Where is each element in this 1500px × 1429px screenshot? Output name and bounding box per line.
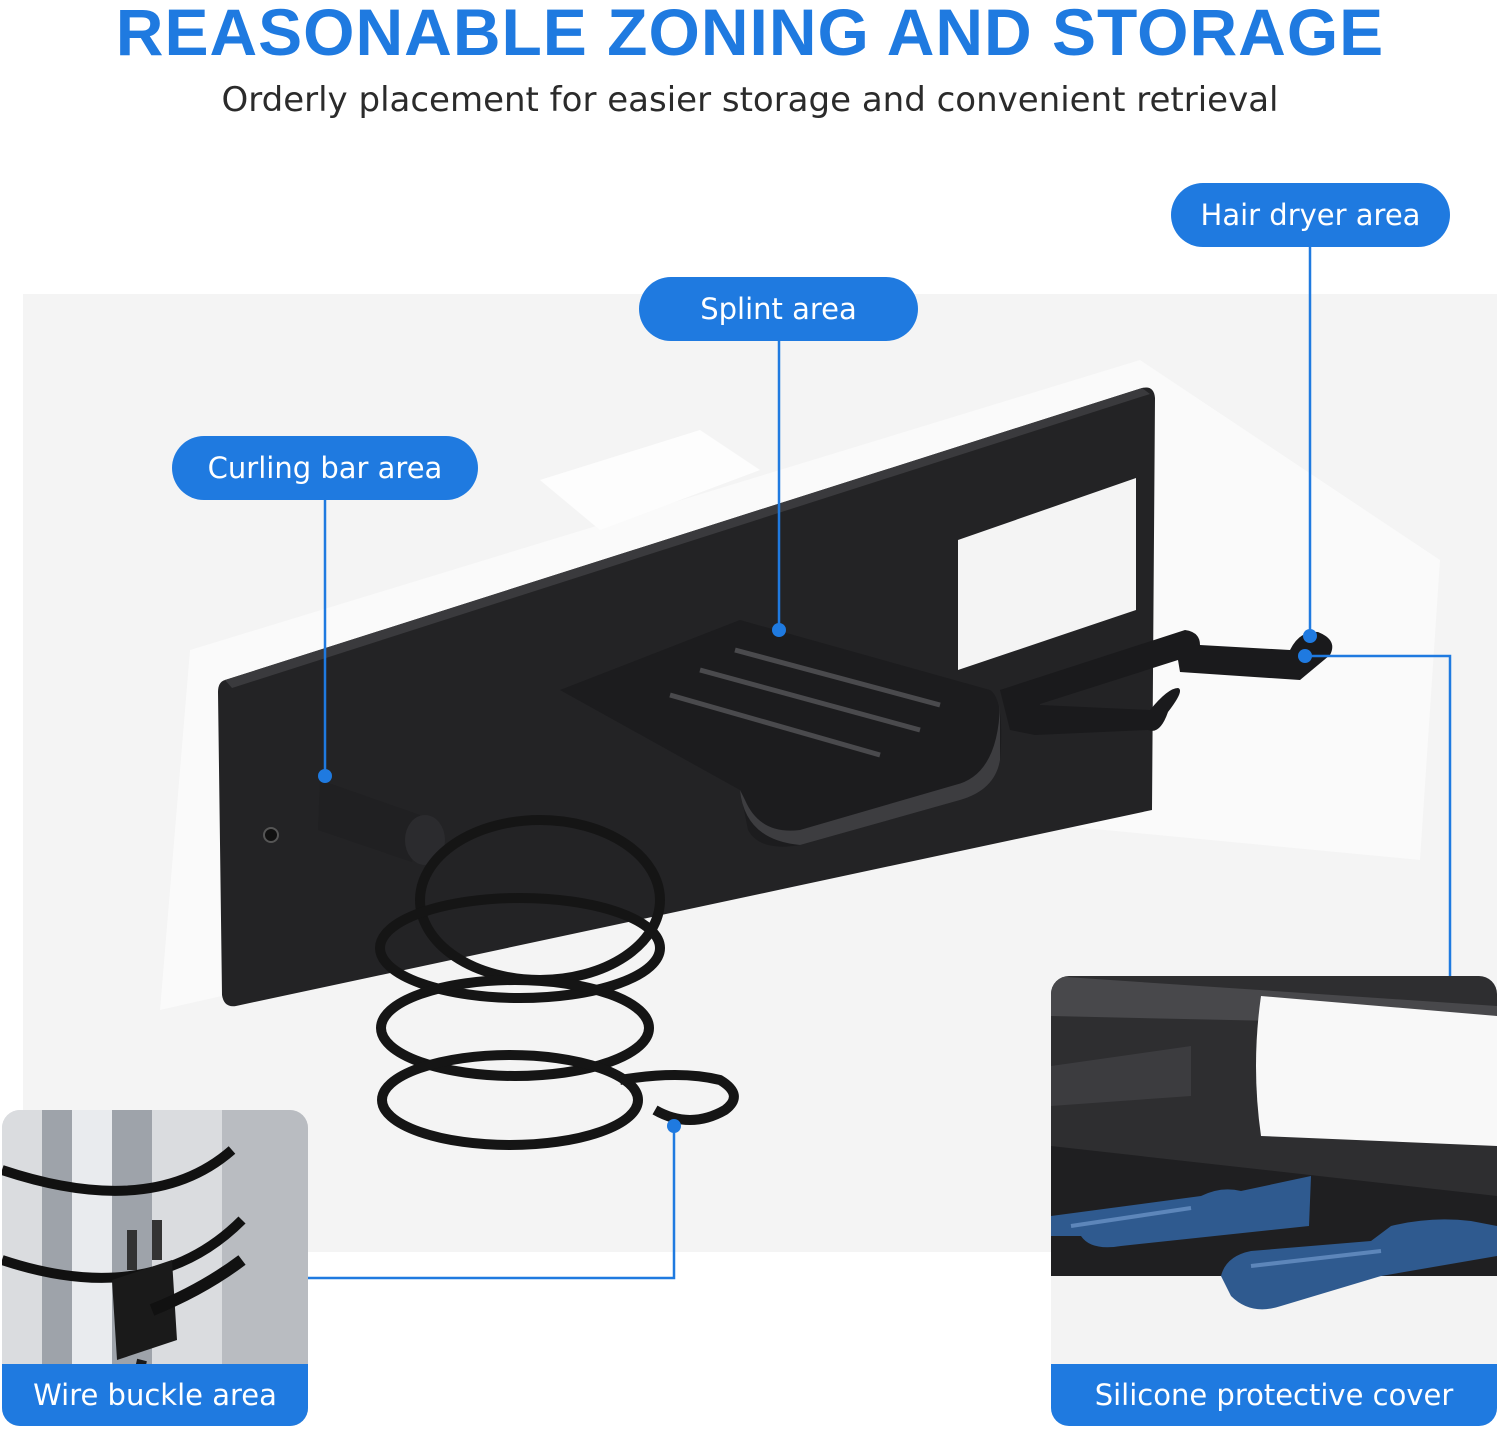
inset-silicone-cover: Silicone protective cover bbox=[1051, 976, 1497, 1426]
page-subtitle: Orderly placement for easier storage and… bbox=[221, 80, 1279, 120]
callout-curling-bar-area: Curling bar area bbox=[172, 436, 478, 500]
splint-tray bbox=[560, 620, 1002, 847]
page-title: REASONABLE ZONING AND STORAGE bbox=[115, 0, 1385, 69]
curling-bar-peg bbox=[318, 780, 445, 865]
callout-splint-area: Splint area bbox=[639, 277, 918, 341]
inset-label-silicone-cover: Silicone protective cover bbox=[1051, 1364, 1497, 1426]
silicone-cover-photo bbox=[1051, 976, 1497, 1426]
hair-dryer-hooks bbox=[1000, 630, 1333, 735]
inset-label-wire-buckle: Wire buckle area bbox=[2, 1364, 308, 1426]
callout-hair-dryer-area: Hair dryer area bbox=[1171, 183, 1450, 247]
callout-leader-lines bbox=[308, 244, 1452, 1280]
callout-anchor-dots bbox=[318, 623, 1317, 1133]
inset-wire-buckle: Wire buckle area bbox=[2, 1110, 308, 1426]
spiral-holder bbox=[375, 815, 739, 1150]
